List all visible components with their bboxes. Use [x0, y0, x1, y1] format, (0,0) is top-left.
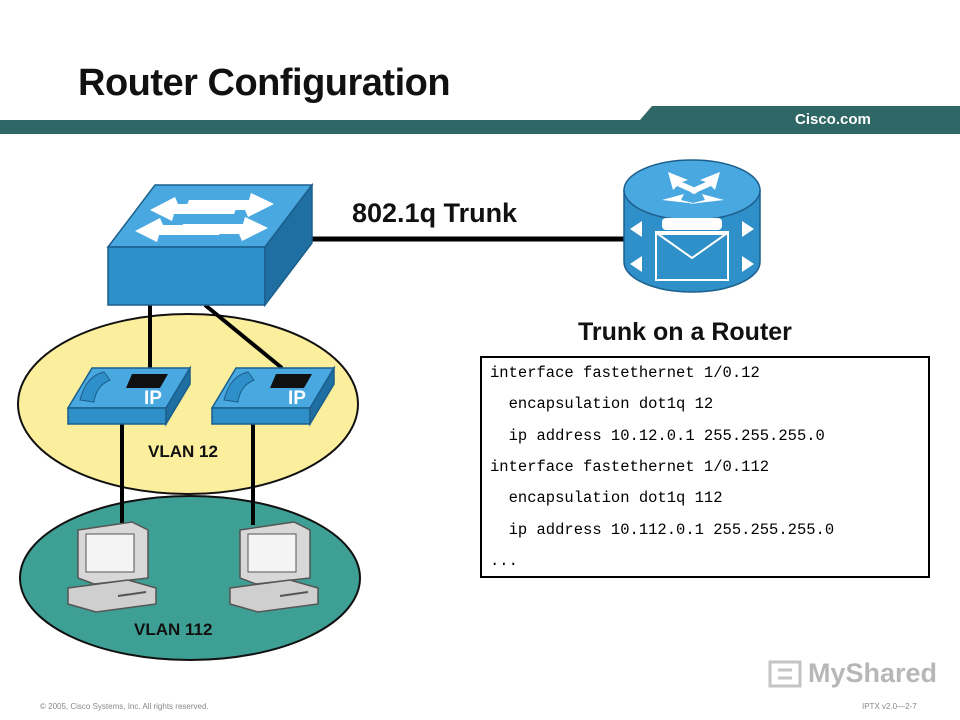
pc-icon: [229, 521, 319, 613]
title-banner: [0, 106, 960, 134]
config-line: ip address 10.112.0.1 255.255.255.0: [490, 521, 835, 539]
config-title: Trunk on a Router: [578, 318, 792, 346]
router-icon: [623, 159, 761, 293]
config-line: encapsulation dot1q 112: [490, 489, 723, 507]
config-line: ...: [490, 552, 518, 570]
watermark: MyShared: [808, 658, 938, 688]
config-code-box: interface fastethernet 1/0.12 encapsulat…: [480, 356, 930, 578]
pc-icon: [67, 521, 157, 613]
config-line: encapsulation dot1q 12: [490, 395, 714, 413]
link-switch-phone2: [203, 303, 284, 370]
brand-link[interactable]: Cisco.com: [795, 111, 871, 128]
watermark-logo-icon: [768, 660, 802, 688]
ip-phone-icon: [66, 365, 192, 427]
config-line: interface fastethernet 1/0.12: [490, 364, 760, 382]
footer-course: IPTX v2.0—2-7: [862, 702, 917, 711]
phone-2-ip-label: IP: [288, 388, 306, 409]
vlan-112-label: VLAN 112: [134, 620, 213, 639]
slide-title: Router Configuration: [78, 62, 451, 104]
switch-icon: [106, 182, 314, 308]
phone-1-ip-label: IP: [144, 388, 162, 409]
vlan-12-label: VLAN 12: [148, 442, 218, 461]
footer-copyright: © 2005, Cisco Systems, Inc. All rights r…: [40, 702, 209, 711]
config-line: ip address 10.12.0.1 255.255.255.0: [490, 427, 825, 445]
ip-phone-icon: [210, 365, 336, 427]
config-line: interface fastethernet 1/0.112: [490, 458, 770, 476]
trunk-label: 802.1q Trunk: [352, 198, 518, 228]
